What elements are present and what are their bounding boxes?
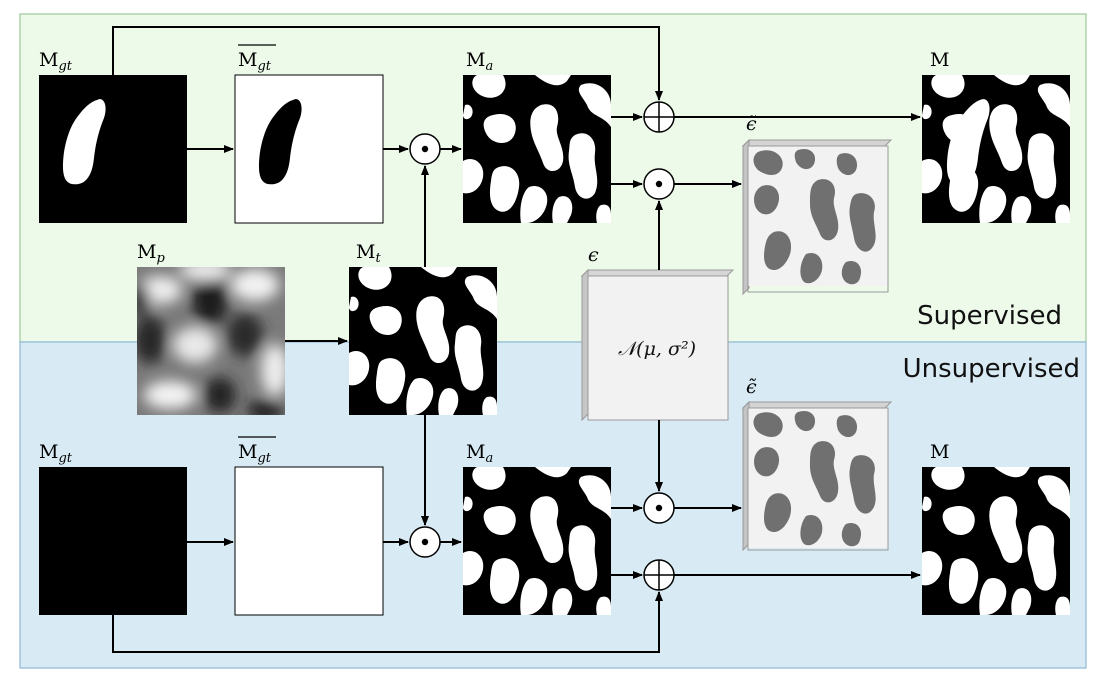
ma-label-top: Ma: [466, 49, 493, 74]
mgt-inverted-image-bottom: [234, 466, 384, 616]
eps-tilde-label-top: ϵ̃: [746, 113, 757, 135]
m-output-image-top: [922, 75, 1070, 223]
mp-label: Mp: [137, 241, 165, 266]
mgt-inverted-image-top: [234, 74, 384, 224]
mgt-image-top: [39, 75, 187, 223]
m-output-image-bottom: [922, 467, 1070, 615]
ma-image-bottom: [463, 467, 611, 615]
unsupervised-label: Unsupervised: [903, 354, 1080, 384]
connector-arrows: [112, 26, 921, 653]
ma-image-top: [463, 75, 611, 223]
mul-op-bottom-right: [643, 492, 675, 524]
noise-formula: 𝒩(μ, σ²): [618, 338, 696, 360]
mp-perlin-image: [137, 267, 285, 415]
mgt-inverted-label-top: Mgt: [238, 49, 272, 74]
supervised-label: Supervised: [917, 301, 1062, 331]
eps-label: ϵ: [588, 244, 599, 266]
eps-tilde-label-bottom: ϵ̃: [746, 376, 757, 398]
mul-op-top-right: [643, 168, 675, 200]
noise-tilde-cube-bottom: [741, 400, 893, 552]
mul-op-top-left: [409, 133, 441, 165]
ma-label-bottom: Ma: [466, 441, 493, 466]
noise-tilde-cube-top: [741, 138, 893, 296]
mul-op-bottom-left: [409, 526, 441, 558]
mgt-label-bottom: Mgt: [39, 441, 73, 466]
add-op-top: [643, 101, 675, 133]
noise-distribution-box: [580, 268, 735, 422]
mt-label: Mt: [356, 241, 381, 266]
m-output-label-bottom: M: [930, 441, 949, 463]
mt-threshold-image: [349, 267, 497, 415]
add-op-bottom: [643, 559, 675, 591]
mgt-inverted-label-bottom: Mgt: [238, 441, 272, 466]
mgt-image-bottom: [39, 467, 187, 615]
m-output-label-top: M: [930, 49, 949, 71]
mgt-label-top: Mgt: [39, 49, 73, 74]
